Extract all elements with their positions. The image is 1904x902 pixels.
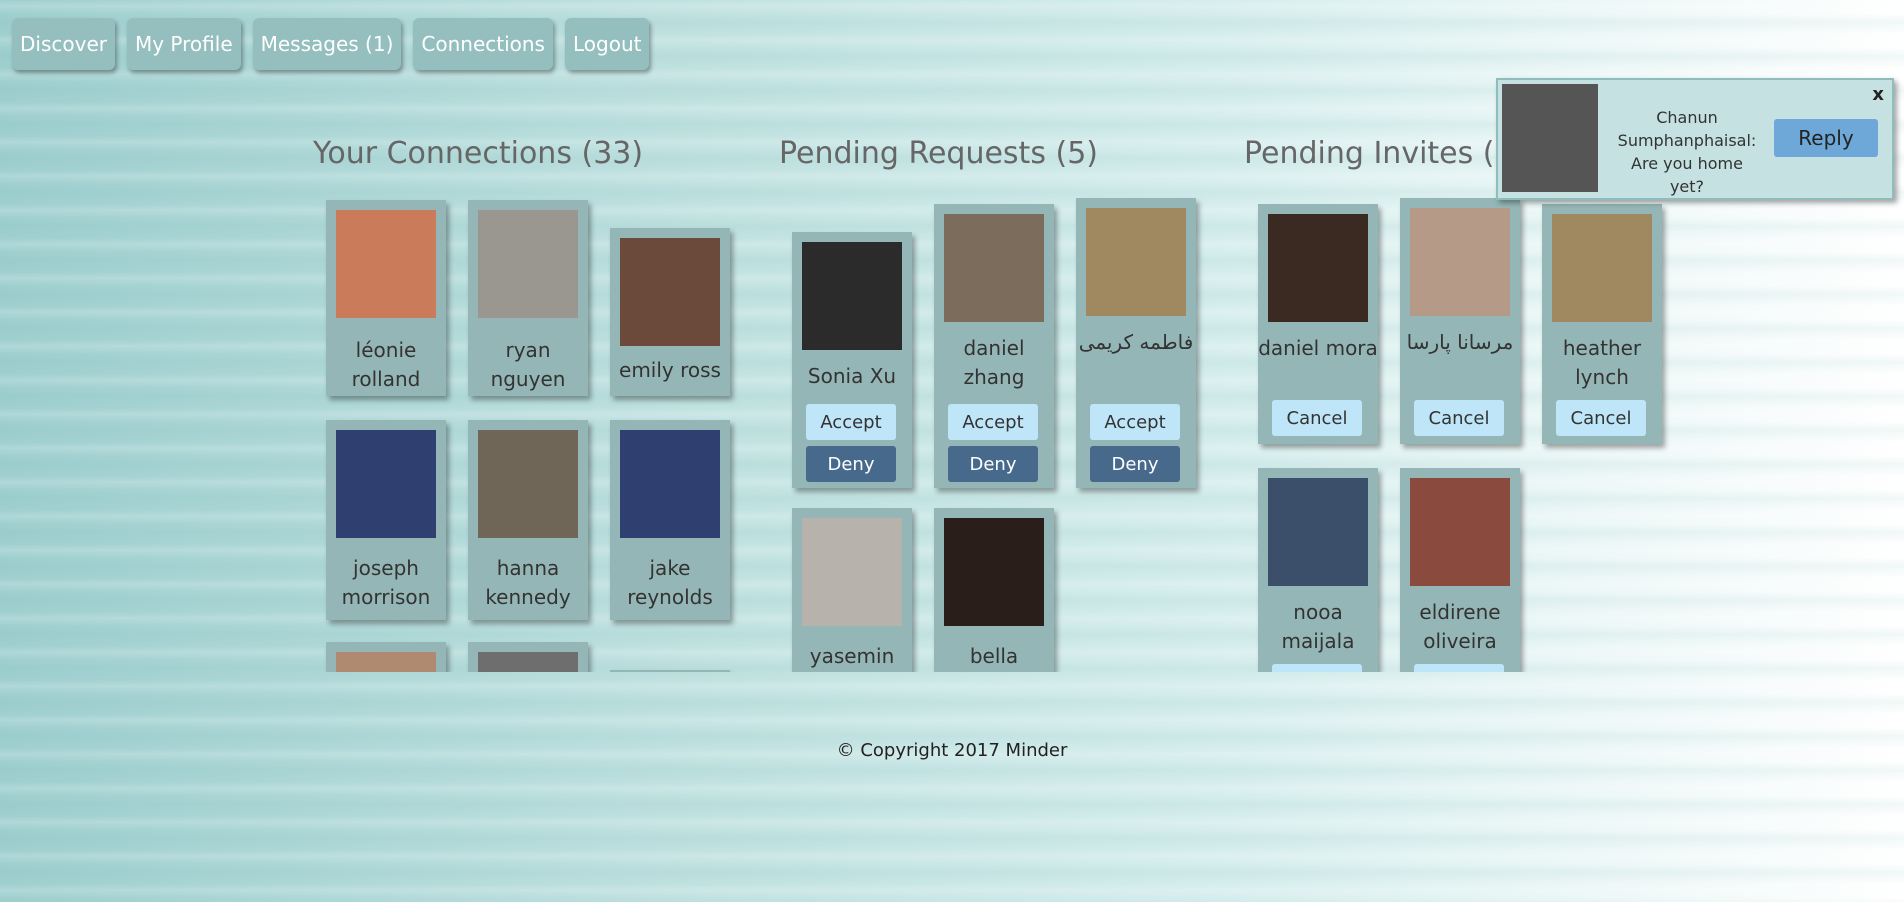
request-card[interactable]: yasemin	[792, 508, 912, 672]
person-name: daniel zhang	[963, 336, 1025, 389]
connection-card[interactable]	[468, 642, 588, 672]
profile-photo	[1552, 214, 1652, 322]
deny-button[interactable]: Deny	[948, 446, 1038, 482]
person-name: heather lynch	[1562, 336, 1642, 389]
reply-button[interactable]: Reply	[1774, 119, 1878, 157]
person-name: nooa maijala	[1281, 600, 1355, 653]
profile-photo	[336, 652, 436, 672]
person-name: Sonia Xu	[807, 364, 897, 388]
person-name: daniel mora	[1258, 336, 1378, 360]
connection-card[interactable]	[326, 642, 446, 672]
invite-card[interactable]: daniel mora Cancel	[1258, 204, 1378, 444]
person-name: ryan nguyen	[490, 338, 566, 391]
top-nav: Discover My Profile Messages (1) Connect…	[12, 18, 650, 70]
requests-title: Pending Requests (5)	[779, 136, 1098, 171]
requests-panel[interactable]: Sonia Xu Accept Deny daniel zhang Accept…	[786, 190, 1206, 672]
person-name: yasemin	[809, 644, 895, 668]
cancel-button[interactable]: Cancel	[1414, 400, 1504, 436]
profile-photo	[1086, 208, 1186, 316]
accept-button[interactable]: Accept	[1090, 404, 1180, 440]
cancel-button[interactable]: Cancel	[1556, 400, 1646, 436]
cancel-button[interactable]: Cancel	[1414, 664, 1504, 672]
profile-photo	[620, 430, 720, 538]
profile-photo	[1268, 214, 1368, 322]
nav-messages-button[interactable]: Messages (1)	[252, 18, 402, 70]
request-card[interactable]: bella	[934, 508, 1054, 672]
request-card[interactable]: Sonia Xu Accept Deny	[792, 232, 912, 488]
message-notification: Chanun Sumphanphaisal: Are you home yet?…	[1496, 78, 1894, 200]
person-name: eldirene oliveira	[1419, 600, 1501, 653]
nav-label: Connections	[421, 32, 545, 56]
invites-panel[interactable]: daniel mora Cancel مرسانا پارسا Cancel h…	[1252, 190, 1672, 672]
copyright-footer: © Copyright 2017 Minder	[836, 740, 1068, 761]
invites-title: Pending Invites (5)	[1244, 136, 1526, 171]
profile-photo	[336, 210, 436, 318]
nav-discover-button[interactable]: Discover	[12, 18, 115, 70]
profile-photo	[944, 214, 1044, 322]
connection-card[interactable]: ryan nguyen	[468, 200, 588, 396]
profile-photo	[802, 518, 902, 626]
person-name: مرسانا پارسا	[1406, 330, 1514, 354]
connections-title: Your Connections (33)	[313, 136, 644, 171]
invite-card[interactable]: heather lynch Cancel	[1542, 204, 1662, 444]
person-name: bella	[969, 644, 1019, 668]
invite-card[interactable]: مرسانا پارسا Cancel	[1400, 198, 1520, 444]
person-name: jake reynolds	[627, 556, 713, 609]
nav-label: My Profile	[134, 32, 233, 56]
close-icon[interactable]: x	[1872, 84, 1884, 105]
person-name: joseph morrison	[341, 556, 431, 609]
connection-card[interactable]	[610, 670, 730, 672]
person-name: léonie rolland	[351, 338, 421, 391]
accept-button[interactable]: Accept	[948, 404, 1038, 440]
deny-button[interactable]: Deny	[806, 446, 896, 482]
cancel-button[interactable]: Cancel	[1272, 664, 1362, 672]
connection-card[interactable]: joseph morrison	[326, 420, 446, 620]
profile-photo	[1268, 478, 1368, 586]
person-name: emily ross	[619, 358, 721, 382]
profile-photo	[336, 430, 436, 538]
nav-connections-button[interactable]: Connections	[413, 18, 553, 70]
request-card[interactable]: daniel zhang Accept Deny	[934, 204, 1054, 488]
notification-message: Chanun Sumphanphaisal: Are you home yet?	[1617, 108, 1757, 196]
profile-photo	[1410, 478, 1510, 586]
invite-card[interactable]: nooa maijala Cancel	[1258, 468, 1378, 672]
profile-photo	[620, 238, 720, 346]
profile-photo	[478, 210, 578, 318]
invite-card[interactable]: eldirene oliveira Cancel	[1400, 468, 1520, 672]
nav-my-profile-button[interactable]: My Profile	[126, 18, 241, 70]
nav-label: Discover	[20, 32, 107, 56]
connection-card[interactable]: jake reynolds	[610, 420, 730, 620]
connection-card[interactable]: emily ross	[610, 228, 730, 396]
profile-photo	[478, 430, 578, 538]
sender-photo	[1502, 84, 1598, 192]
nav-label: Logout	[572, 32, 642, 56]
person-name: فاطمه کریمی	[1078, 330, 1194, 354]
connection-card[interactable]: hanna kennedy	[468, 420, 588, 620]
person-name: hanna kennedy	[485, 556, 571, 609]
accept-button[interactable]: Accept	[806, 404, 896, 440]
profile-photo	[1410, 208, 1510, 316]
nav-logout-button[interactable]: Logout	[564, 18, 650, 70]
request-card[interactable]: فاطمه کریمی Accept Deny	[1076, 198, 1196, 488]
cancel-button[interactable]: Cancel	[1272, 400, 1362, 436]
profile-photo	[802, 242, 902, 350]
nav-label: Messages (1)	[260, 32, 394, 56]
deny-button[interactable]: Deny	[1090, 446, 1180, 482]
profile-photo	[944, 518, 1044, 626]
connections-panel[interactable]: léonie rolland ryan nguyen emily ross jo…	[320, 190, 740, 672]
profile-photo	[478, 652, 578, 672]
connection-card[interactable]: léonie rolland	[326, 200, 446, 396]
